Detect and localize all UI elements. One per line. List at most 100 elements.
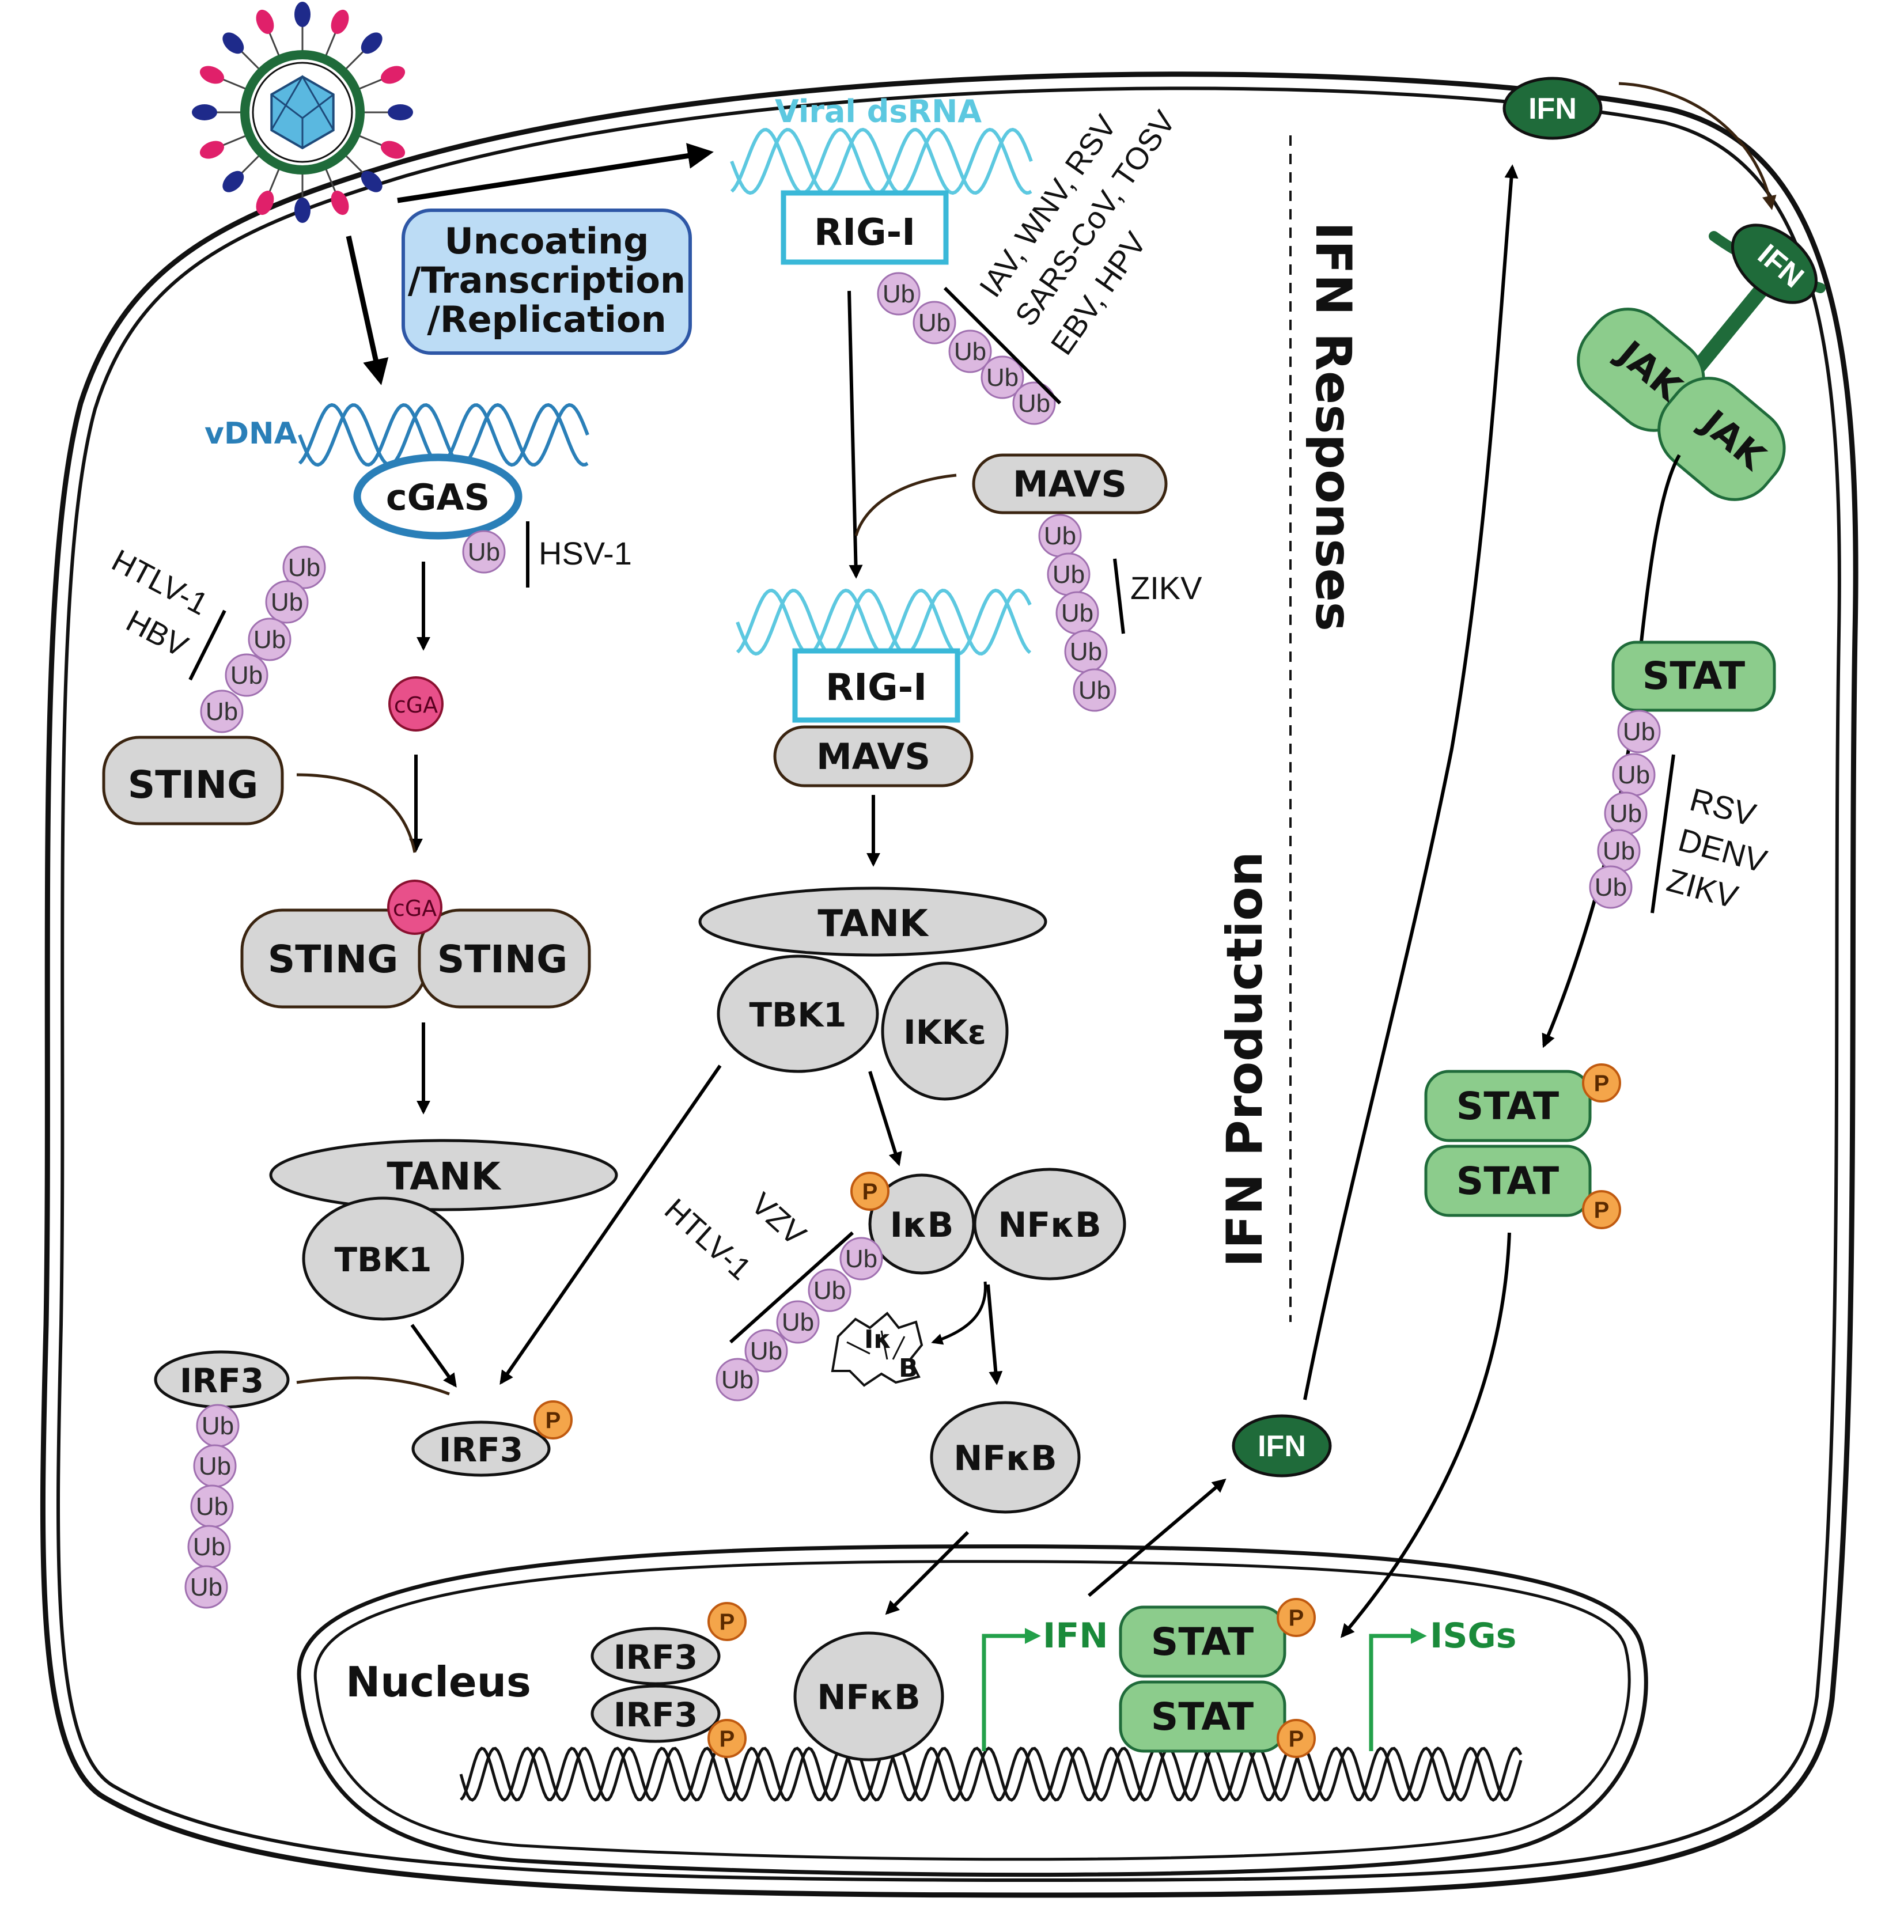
arrow-ifn-out [1303, 164, 1519, 1400]
viral-dsrna-label: Viral dsRNA [775, 93, 982, 130]
ikb-degraded-1: Iκ [864, 1325, 892, 1354]
ikb-virus-1: VZV [744, 1186, 812, 1252]
arrow-sting-join [296, 773, 417, 853]
mavs-ub-4: Ub [1064, 630, 1108, 673]
phospho-irf3: P [533, 1400, 573, 1439]
isgs-promoter: ISGs [1369, 1616, 1517, 1751]
nfkb-label-free: NFκB [953, 1438, 1057, 1479]
irf3-ub-5: Ub [184, 1565, 228, 1609]
sting-virus-1: HTLV-1 [106, 543, 213, 622]
svg-text:Ub: Ub [883, 280, 915, 308]
stat-label-nuclear-2: STAT [1151, 1695, 1254, 1739]
virus-icon [192, 2, 413, 223]
svg-text:Ub: Ub [1610, 800, 1642, 828]
dsrna-top [730, 127, 1033, 195]
mavs-bound: MAVS [773, 725, 974, 787]
tbk1-label-left: TBK1 [334, 1240, 431, 1279]
arrow-gene-to-ifn [1088, 1478, 1227, 1597]
nfkb-label-nuclear: NFκB [817, 1677, 921, 1718]
mavs-virus: ZIKV [1130, 570, 1202, 606]
ikb-ub-4: Ub [744, 1329, 788, 1373]
rig-i-virus-list: IAV, WNV, RSV SARS-CoV, TOSV EBV, HPV [973, 105, 1183, 361]
irf3-ub-2: Ub [193, 1444, 237, 1488]
uncoating-line-3: /Replication [427, 298, 667, 340]
stat-cyto-p-1: P [1582, 1063, 1621, 1103]
phospho-ikb: P [850, 1172, 889, 1211]
svg-text:Ub: Ub [954, 338, 986, 366]
stat-label-cyto-2: STAT [1456, 1159, 1559, 1203]
ikb-p-1: P [850, 1172, 889, 1211]
irf3-label-nuclear-1: IRF3 [614, 1638, 698, 1677]
phospho-stat-nuclear: PP [1277, 1598, 1316, 1758]
svg-text:Ub: Ub [1070, 638, 1102, 666]
cga-free: cGA [388, 676, 444, 732]
cgas-ub-1: Ub [462, 530, 506, 574]
svg-text:Ub: Ub [782, 1308, 814, 1336]
svg-text:P: P [1594, 1198, 1610, 1223]
stat-nuclear-p-1: P [1277, 1598, 1316, 1637]
rig-i-ub-4: Ub [981, 355, 1024, 399]
mavs-ub-3: Ub [1055, 591, 1099, 635]
ifn-label-extracellular: IFN [1528, 92, 1577, 126]
svg-text:P: P [1289, 1605, 1304, 1631]
svg-text:P: P [546, 1408, 561, 1433]
arrow-irf3-join [296, 1376, 450, 1396]
arrow-mavs-join [854, 473, 957, 536]
svg-text:Ub: Ub [199, 1452, 231, 1480]
phospho-irf3-nuclear: PP [707, 1602, 747, 1758]
stat-ub-2: Ub [1612, 753, 1656, 797]
rig-i-label-mid: RIG-I [826, 666, 927, 709]
mavs-ub-1: Ub [1038, 514, 1082, 558]
irf3-nuclear-p-1: P [707, 1602, 747, 1641]
ikb-virus-2: HTLV-1 [658, 1192, 758, 1286]
inhibit-bar-ikb [729, 1231, 854, 1344]
dsrna-mid [736, 588, 1032, 656]
svg-text:Ub: Ub [190, 1573, 222, 1601]
arrow-ikb-degrade [931, 1281, 987, 1345]
svg-text:Ub: Ub [196, 1492, 228, 1521]
ikb-nfkb-complex: IκB NFκB [868, 1168, 1126, 1281]
cga-label-free: cGA [394, 692, 438, 718]
nfkb-label-complex: NFκB [998, 1205, 1101, 1245]
irf3-ub-3: Ub [190, 1484, 234, 1528]
svg-text:Ub: Ub [1061, 599, 1093, 627]
irf3-nuclear-p-2: P [707, 1719, 747, 1758]
svg-text:Ub: Ub [1078, 676, 1111, 704]
svg-text:Ub: Ub [206, 698, 238, 726]
arrow-stat-to-nucleus [1340, 1232, 1511, 1638]
mavs-label-free: MAVS [1013, 463, 1127, 505]
cgas: cGAS [353, 453, 523, 540]
arrow-ikke-to-ikb [868, 1071, 902, 1166]
mavs-free: MAVS [972, 453, 1168, 514]
rig-i-box-top: RIG-I [781, 190, 949, 265]
tbk1-label-right: TBK1 [749, 995, 846, 1035]
irf3-free: IRF3 [154, 1350, 290, 1409]
irf3-label-phospho: IRF3 [439, 1430, 523, 1469]
nfkb-free: NFκB [930, 1401, 1081, 1514]
ifn-produced: IFN [1232, 1414, 1332, 1478]
stat-nuclear-p-2: P [1277, 1719, 1316, 1758]
tank-label-left: TANK [387, 1154, 502, 1199]
arrow-rig-i-to-mavs [847, 290, 863, 579]
svg-text:Ub: Ub [1603, 837, 1635, 865]
svg-text:P: P [720, 1609, 735, 1635]
stat-dimer-nuclear: STAT STAT [1119, 1605, 1286, 1753]
ikb-degraded: Iκ B [831, 1312, 923, 1387]
inhibit-bar-rig-i [943, 286, 1062, 405]
sting-dimer: STING STING cGA [240, 880, 591, 1009]
arrow-nfkb-release [986, 1284, 1003, 1385]
uncoating-line-2: /Transcription [408, 259, 686, 301]
ikb-ub-3: Ub [776, 1300, 820, 1344]
uncoating-box: Uncoating /Transcription /Replication [402, 209, 692, 355]
cga-label-bound: cGA [393, 896, 437, 921]
arrow-ifn-to-receptor [1618, 82, 1777, 210]
irf3-label-nuclear-2: IRF3 [614, 1695, 698, 1734]
isgs-label: ISGs [1430, 1616, 1517, 1656]
svg-text:Ub: Ub [1623, 718, 1655, 746]
stat-ub-1: Ub [1617, 710, 1661, 753]
ikke-label: IKKε [903, 1013, 986, 1052]
svg-text:Ub: Ub [253, 626, 286, 654]
